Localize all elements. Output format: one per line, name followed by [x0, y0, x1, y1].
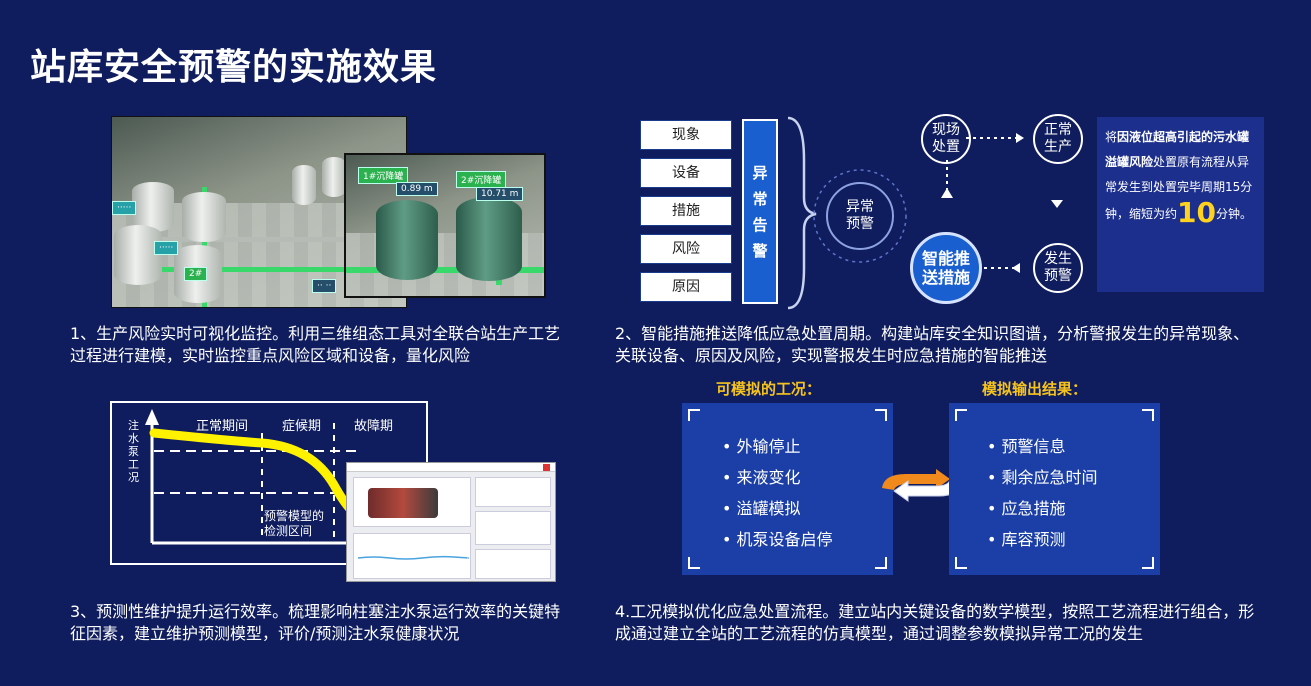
output-item: 应急措施: [987, 493, 1098, 524]
period-normal: 正常期间: [196, 419, 249, 434]
factor-measure: 措施: [640, 196, 732, 226]
condition-item: 来液变化: [722, 462, 833, 493]
tank-2-tag: 2#沉降罐: [456, 171, 507, 188]
detect-zone-label: 预警模型的检测区间: [264, 509, 325, 538]
simulation-output-heading: 模拟输出结果：: [982, 380, 1088, 398]
tank-1-tag: 1#沉降罐: [358, 167, 409, 184]
output-item: 预警信息: [987, 431, 1098, 462]
period-symptom: 症候期: [282, 419, 322, 434]
factor-risk: 风险: [640, 234, 732, 264]
simulable-conditions-box: 外输停止 来液变化 溢罐模拟 机泵设备启停: [682, 403, 893, 575]
panel3-description: 3、预测性维护提升运行效率。梳理影响柱塞注水泵运行效率的关键特征因素，建立维护预…: [70, 602, 561, 643]
factor-equipment: 设备: [640, 158, 732, 188]
factor-phenomenon: 现象: [640, 120, 732, 150]
y-axis-label: 注水泵工况: [128, 419, 139, 484]
3d-tank-closeup-image: 1#沉降罐 0.89 m 2#沉降罐 10.71 m: [344, 153, 546, 298]
onsite-handling-node: 现场处置: [921, 114, 971, 164]
panel1-description: 1、生产风险实时可视化监控。利用三维组态工具对全联合站生产工艺过程进行建模，实时…: [70, 324, 561, 365]
simulation-output-box: 预警信息 剩余应急时间 应急措施 库容预测: [949, 403, 1160, 575]
panel2-description: 2、智能措施推送降低应急处置周期。构建站库安全知识图谱，分析警报发生的异常现象、…: [615, 324, 1250, 365]
page-title: 站库安全预警的实施效果: [30, 47, 438, 88]
condition-item: 机泵设备启停: [722, 524, 833, 555]
flow-connectors: [787, 116, 1063, 310]
pump-monitor-screenshot: [346, 462, 556, 582]
condition-item: 溢罐模拟: [722, 493, 833, 524]
condition-item: 外输停止: [722, 431, 833, 462]
abnormal-alert-node: 异常预警: [826, 182, 894, 250]
period-fault: 故障期: [354, 419, 394, 434]
simulable-conditions-heading: 可模拟的工况：: [716, 380, 822, 398]
tank-1-level: 0.89 m: [396, 182, 438, 196]
pump-condition-chart: 注水泵工况 正常期间 症候期 故障期 预警模型的检测区间: [110, 401, 428, 565]
normal-production-node: 正常生产: [1033, 114, 1083, 164]
output-item: 库容预测: [987, 524, 1098, 555]
smart-push-node: 智能推送措施: [910, 232, 982, 304]
improvement-note: 将因液位超高引起的污水罐溢罐风险处置原有流程从异常发生到处置完毕周期15分钟，缩…: [1097, 117, 1264, 292]
occur-alert-node: 发生预警: [1033, 243, 1083, 293]
tank-2-level: 10.71 m: [476, 187, 524, 201]
output-item: 剩余应急时间: [987, 462, 1098, 493]
abnormal-alert-bar: 异 常 告 警: [742, 119, 778, 304]
cycle-minutes: 10: [1177, 196, 1216, 229]
panel4-description: 4.工况模拟优化应急处置流程。建立站内关键设备的数学模型，按照工艺流程进行组合，…: [615, 602, 1255, 643]
factor-cause: 原因: [640, 272, 732, 302]
